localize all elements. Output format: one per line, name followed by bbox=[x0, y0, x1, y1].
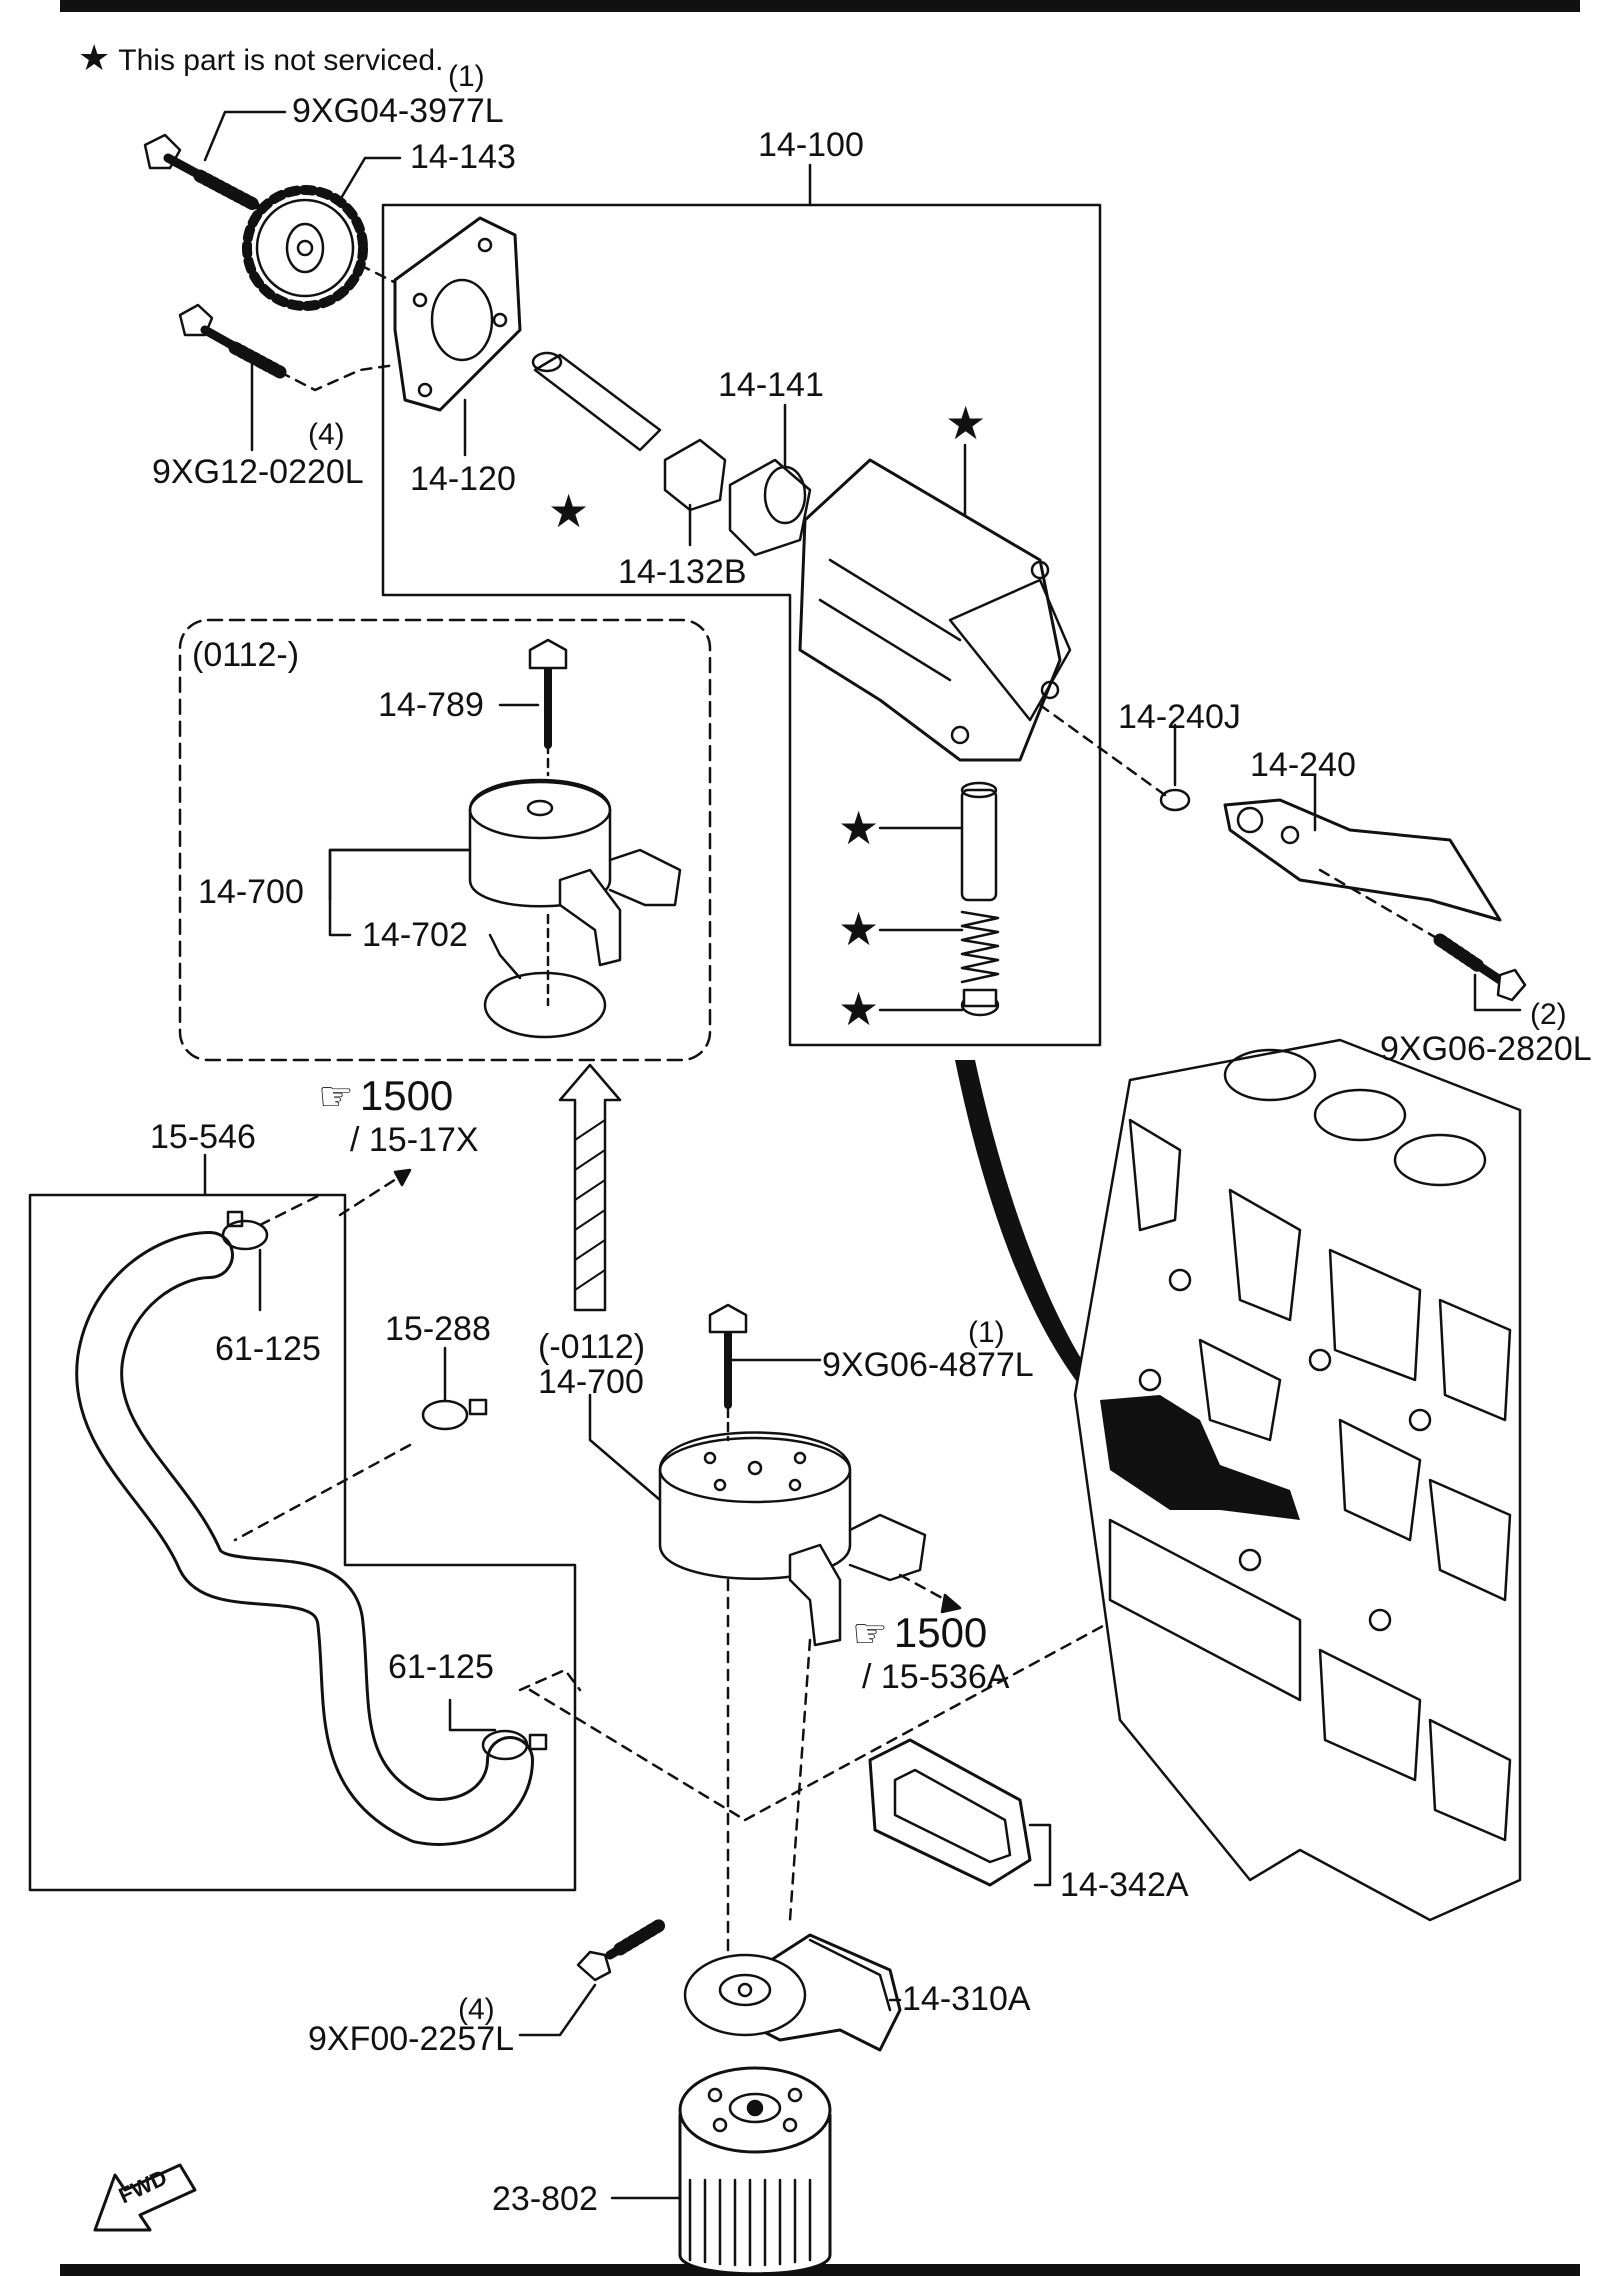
label-cooler-gasket-new: 14-702 bbox=[362, 916, 468, 954]
qty-bolt-strainer: (2) bbox=[1530, 998, 1567, 1031]
ref-lower-sub: / 15-536A bbox=[862, 1658, 1010, 1696]
pump-location-mark bbox=[1100, 1395, 1300, 1520]
bolt-left-icon bbox=[178, 303, 287, 379]
ring-icon bbox=[728, 458, 812, 557]
pump-assembly-frame bbox=[381, 203, 1102, 1047]
pump-shaft-icon bbox=[531, 351, 662, 452]
label-variant-new: (0112-) bbox=[192, 636, 300, 674]
cooler-old-icon bbox=[658, 1303, 927, 1647]
label-gasket: 14-342A bbox=[1060, 1866, 1189, 1904]
ref-lower: ☞1500 bbox=[852, 1609, 988, 1656]
bolt-strainer-icon bbox=[1433, 933, 1527, 1002]
qty-bolt-top: (1) bbox=[448, 60, 485, 93]
reference-icon: ☞ bbox=[852, 1612, 888, 1656]
qty-bolt-left: (4) bbox=[308, 418, 345, 451]
reference-icon: ☞ bbox=[318, 1075, 354, 1119]
star-plunger-icon: ★ bbox=[838, 802, 880, 854]
label-hose-assembly: 15-546 bbox=[150, 1118, 256, 1156]
label-bolt-cooler: 9XG06-4877L bbox=[822, 1346, 1034, 1384]
upgrade-arrow-icon bbox=[558, 1063, 622, 1312]
plug-icon bbox=[960, 988, 1000, 1017]
bolt-filter-icon bbox=[576, 1918, 667, 1982]
label-cooler-old: 14-700 bbox=[538, 1363, 644, 1401]
hose-icon bbox=[75, 1231, 534, 1846]
label-clamp-lower: 61-125 bbox=[388, 1648, 494, 1686]
star-icon: ★ bbox=[78, 37, 111, 78]
label-cooler-bolt-new: 14-789 bbox=[378, 686, 484, 724]
gasket-icon bbox=[868, 1738, 1032, 1887]
label-oil-filter: 23-802 bbox=[492, 2180, 598, 2218]
label-variant-old: (-0112) bbox=[538, 1328, 646, 1366]
label-cover: 14-120 bbox=[410, 460, 516, 498]
bolt-top-icon bbox=[143, 133, 262, 212]
star-plug-icon: ★ bbox=[838, 983, 880, 1035]
label-filter-body: 14-310A bbox=[902, 1980, 1031, 2018]
rotor-icon bbox=[663, 438, 727, 512]
plunger-icon bbox=[960, 781, 998, 902]
ref-upper: ☞1500 bbox=[318, 1072, 454, 1119]
variant-box bbox=[178, 618, 712, 1062]
label-pump-assembly: 14-100 bbox=[758, 126, 864, 164]
ref-upper-sub: / 15-17X bbox=[350, 1121, 479, 1159]
clamp-upper-icon bbox=[221, 1210, 269, 1251]
hose-assembly-frame bbox=[28, 1193, 577, 1892]
qty-bolt-cooler: (1) bbox=[968, 1316, 1005, 1349]
cooler-gasket-new-icon bbox=[483, 971, 607, 1039]
clamp-lower-icon bbox=[481, 1729, 548, 1761]
strainer-icon bbox=[1223, 798, 1502, 922]
oil-filter-icon bbox=[678, 2066, 832, 2276]
top-rule bbox=[60, 0, 1580, 12]
label-strainer: 14-240 bbox=[1250, 746, 1356, 784]
pump-cover-icon bbox=[393, 216, 522, 412]
note-text: This part is not serviced. bbox=[118, 44, 444, 77]
star-spring-icon: ★ bbox=[838, 903, 880, 955]
ref-upper-number: 1500 bbox=[359, 1072, 454, 1119]
forward-arrow-icon bbox=[93, 2163, 197, 2232]
location-pointer bbox=[955, 1060, 1110, 1410]
label-ring: 14-141 bbox=[718, 366, 824, 404]
label-o-ring: 14-240J bbox=[1118, 698, 1241, 736]
label-bolt-filter: 9XF00-2257L bbox=[308, 2020, 515, 2058]
label-bolt-left: 9XG12-0220L bbox=[152, 453, 364, 491]
filter-body-icon bbox=[683, 1933, 902, 2052]
pump-body-icon bbox=[798, 458, 1072, 762]
bottom-rule bbox=[60, 2264, 1580, 2276]
label-bolt-strainer: 9XG06-2820L bbox=[1380, 1030, 1592, 1068]
o-ring-icon bbox=[1159, 788, 1191, 812]
qty-bolt-filter: (4) bbox=[458, 1993, 495, 2026]
cooler-new-icon bbox=[468, 638, 682, 967]
label-cooler-new: 14-700 bbox=[198, 873, 304, 911]
engine-block-icon bbox=[1073, 1038, 1522, 1922]
note-line: ★This part is not serviced. bbox=[78, 40, 443, 76]
ref-lower-number: 1500 bbox=[893, 1609, 988, 1656]
label-gear: 14-143 bbox=[410, 138, 516, 176]
label-rotor: 14-132B bbox=[618, 553, 747, 591]
label-clamp-mid: 15-288 bbox=[385, 1310, 491, 1348]
label-bolt-top: 9XG04-3977L bbox=[292, 92, 504, 130]
star-body-icon: ★ bbox=[945, 397, 987, 449]
clamp-mid-icon bbox=[421, 1398, 488, 1431]
star-shaft-icon: ★ bbox=[548, 485, 590, 537]
gear-icon bbox=[242, 185, 368, 311]
label-clamp-upper: 61-125 bbox=[215, 1330, 321, 1368]
spring-icon bbox=[960, 910, 1000, 984]
